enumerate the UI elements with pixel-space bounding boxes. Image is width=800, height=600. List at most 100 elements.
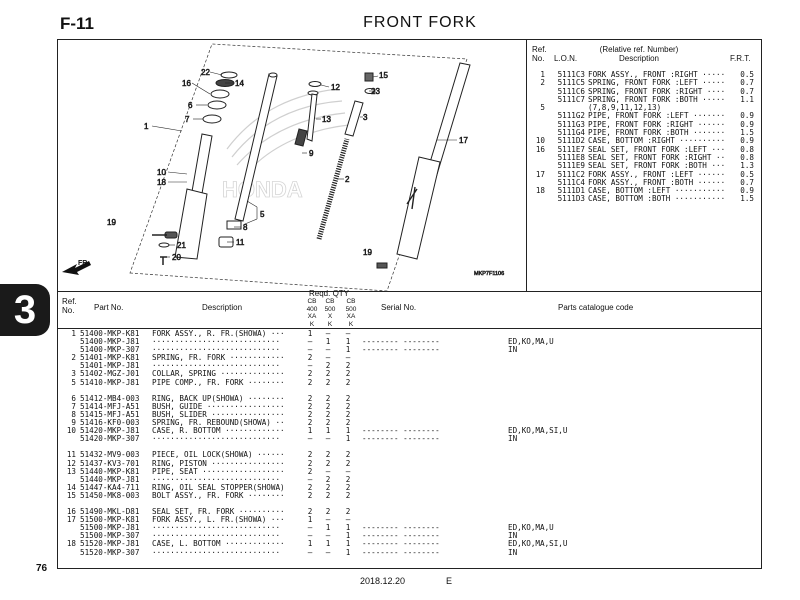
part-description: RING, BACK UP(SHOWA) ········ bbox=[152, 393, 285, 403]
qty-value: 1 bbox=[345, 337, 351, 347]
qty-value: 2 bbox=[345, 409, 351, 419]
serial-no bbox=[358, 379, 508, 387]
frt-value: 0.9 bbox=[740, 136, 754, 146]
qty-value: – bbox=[307, 434, 313, 444]
frt-value: 0.7 bbox=[740, 78, 754, 88]
screws-drawing bbox=[158, 242, 170, 265]
serial-no bbox=[358, 403, 508, 411]
qty-value: 2 bbox=[325, 490, 331, 500]
qty-value: 2 bbox=[307, 466, 313, 476]
qty-value: – bbox=[325, 434, 331, 444]
qty-value: 2 bbox=[345, 450, 351, 460]
ref-no: 16 bbox=[66, 507, 76, 517]
qty-col-line: 500 bbox=[324, 305, 336, 313]
qty-value: – bbox=[325, 345, 331, 355]
part-number: 51500-MKP-J81 bbox=[80, 523, 140, 533]
part-description: ···························· bbox=[152, 345, 281, 355]
serial-no: -------- -------- bbox=[362, 547, 440, 557]
qty-value: 2 bbox=[307, 418, 313, 428]
part-number: 51401-MKP-J81 bbox=[80, 361, 140, 371]
ref-no: 17 bbox=[66, 515, 76, 525]
qty-col-line: K bbox=[309, 320, 315, 328]
part-number: 51400-MKP-K81 bbox=[80, 329, 140, 338]
lon-code: 5111D2 bbox=[557, 136, 585, 146]
part-description: SPRING, FR. FORK ············ bbox=[152, 353, 285, 363]
ref-description: (7,8,9,11,12,13) bbox=[588, 103, 662, 113]
qty-value: – bbox=[345, 329, 351, 338]
ref-no: 2 bbox=[540, 78, 545, 88]
serial-no bbox=[358, 468, 508, 476]
part-number: 51500-MKP-307 bbox=[80, 531, 140, 541]
ref-no: 13 bbox=[66, 466, 76, 476]
wing-logo: HONDA bbox=[222, 88, 350, 202]
serial-no: -------- -------- bbox=[362, 345, 440, 355]
part-description: SEAL SET, FR. FORK ·········· bbox=[152, 507, 285, 517]
qty-value: 1 bbox=[307, 539, 313, 549]
qty-value: 2 bbox=[307, 401, 313, 411]
ref-col-ref: Ref.No. bbox=[532, 45, 547, 63]
lon-code: 5111C7 bbox=[557, 94, 585, 104]
right-fork-drawing bbox=[152, 133, 213, 260]
qty-value: 1 bbox=[307, 515, 313, 525]
page-number: 76 bbox=[36, 563, 48, 574]
qty-value: – bbox=[345, 466, 351, 476]
part-description: CASE, L. BOTTOM ············· bbox=[152, 539, 285, 549]
qty-value: 2 bbox=[345, 393, 351, 403]
catalogue-code: IN bbox=[508, 547, 518, 557]
qty-col-line: CB bbox=[346, 298, 356, 305]
part-description: CASE, R. BOTTOM ············· bbox=[152, 426, 285, 436]
qty-value: 1 bbox=[345, 426, 351, 436]
lon-code: 5111D1 bbox=[557, 186, 585, 196]
inner-pipe-drawing bbox=[218, 72, 278, 248]
footer-date: 2018.12.20 bbox=[360, 576, 406, 586]
ref-no: 1 bbox=[540, 70, 545, 79]
serial-no: -------- -------- bbox=[362, 539, 440, 549]
qty-value: – bbox=[325, 515, 331, 525]
part-description: BOLT ASSY., FR. FORK ········ bbox=[152, 490, 285, 500]
qty-col-line: K bbox=[348, 320, 354, 328]
qty-value: 2 bbox=[345, 377, 351, 387]
qty-value: 2 bbox=[325, 474, 331, 484]
qty-value: 2 bbox=[345, 507, 351, 517]
part-number: 51414-MFJ-A51 bbox=[80, 401, 140, 411]
callout-18: 18 bbox=[157, 178, 166, 187]
part-description: FORK ASSY., L. FR.(SHOWA) ··· bbox=[152, 515, 285, 525]
parts-col-partno: Part No. bbox=[94, 303, 124, 312]
ref-no: 16 bbox=[535, 144, 545, 154]
ref-col-frt: F.R.T. bbox=[730, 54, 751, 63]
ref-description: SEAL SET, FRONT FORK :BOTH ··· bbox=[588, 161, 726, 171]
part-number: 51415-MFJ-A51 bbox=[80, 409, 140, 419]
callout-labels: 22 14 16 6 7 1 10 18 19 21 20 15 12 23 1… bbox=[107, 68, 505, 278]
part-description: FORK ASSY., R. FR.(SHOWA) ··· bbox=[152, 329, 285, 338]
serial-no bbox=[358, 370, 508, 378]
ref-no: 14 bbox=[66, 482, 76, 492]
qty-value: 2 bbox=[325, 401, 331, 411]
lon-code: 5111D3 bbox=[557, 194, 585, 204]
qty-value: 2 bbox=[307, 482, 313, 492]
parts-col-reqd-qty: Reqd. QTY bbox=[309, 289, 350, 298]
parts-table-rows: 1 51400-MKP-K81 FORK ASSY., R. FR.(SHOWA) … bbox=[62, 329, 568, 557]
part-description: RING, OIL SEAL STOPPER(SHOWA) bbox=[152, 482, 285, 492]
qty-value: 2 bbox=[325, 482, 331, 492]
ref-no: 12 bbox=[66, 458, 76, 468]
qty-value: 2 bbox=[345, 458, 351, 468]
qty-value: 2 bbox=[325, 369, 331, 379]
ref-no: 17 bbox=[535, 169, 545, 179]
page-frame bbox=[57, 39, 762, 569]
frt-value: 0.5 bbox=[740, 169, 754, 179]
ref-no: 15 bbox=[66, 490, 76, 500]
ref-description: CASE, BOTTOM :RIGHT ·········· bbox=[588, 136, 726, 146]
part-number: 51400-MKP-307 bbox=[80, 345, 140, 355]
ref-no bbox=[531, 195, 545, 203]
qty-col-line: 400 bbox=[306, 305, 318, 313]
ref-no bbox=[62, 435, 76, 443]
